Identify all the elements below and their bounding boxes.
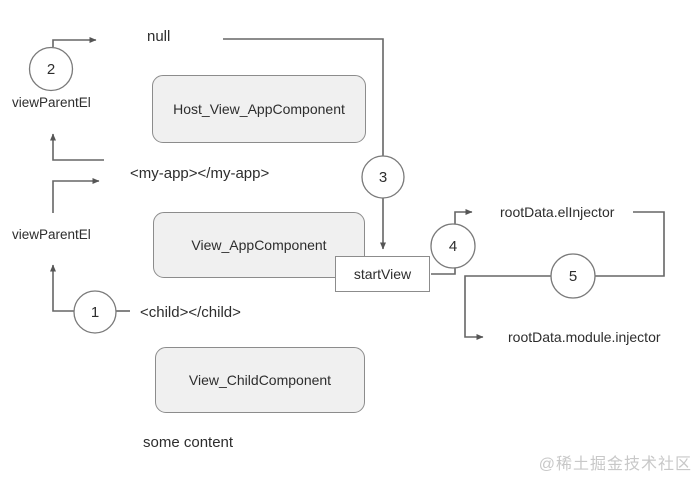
box-label: View_AppComponent bbox=[191, 237, 327, 253]
box-label: View_ChildComponent bbox=[188, 372, 332, 388]
box-host-view-appcomponent: Host_View_AppComponent bbox=[152, 75, 366, 143]
step-number-1: 1 bbox=[91, 304, 99, 321]
step-circle-4 bbox=[430, 223, 476, 269]
step-number-5: 5 bbox=[569, 268, 577, 285]
box-label: startView bbox=[353, 266, 412, 282]
label-null: null bbox=[147, 28, 171, 45]
arrow-to-view-parent-el-top bbox=[50, 133, 104, 161]
arrow-circle4-to-elinjector bbox=[454, 209, 473, 224]
step-number-3: 3 bbox=[379, 169, 387, 186]
label-some-content: some content bbox=[143, 434, 234, 451]
box-start-view: startView bbox=[335, 256, 430, 292]
step-number-2: 2 bbox=[47, 61, 55, 78]
step-circle-5 bbox=[550, 253, 596, 299]
arrow-elinjector-to-module-injector bbox=[464, 211, 665, 340]
line-startview-to-circle4 bbox=[431, 268, 456, 275]
step-circle-2 bbox=[28, 46, 74, 92]
arrow-to-my-app bbox=[52, 178, 100, 213]
arrow-circle2-to-null bbox=[52, 37, 97, 47]
step-number-4: 4 bbox=[449, 238, 457, 255]
label-child-tag: <child></child> bbox=[140, 304, 241, 321]
label-my-app-tag: <my-app></my-app> bbox=[130, 165, 270, 182]
label-view-parent-el-top: viewParentEl bbox=[12, 95, 91, 110]
label-rootdata-elinjector: rootData.elInjector bbox=[500, 204, 615, 220]
step-circle-3 bbox=[361, 155, 405, 199]
label-rootdata-module-injector: rootData.module.injector bbox=[508, 329, 661, 345]
arrow-circle1-to-view-parent-el bbox=[50, 264, 74, 312]
box-view-appcomponent: View_AppComponent bbox=[153, 212, 365, 278]
step-circle-1 bbox=[73, 290, 117, 334]
box-label: Host_View_AppComponent bbox=[173, 101, 345, 117]
label-view-parent-el-mid: viewParentEl bbox=[12, 227, 91, 242]
watermark: @稀土掘金技术社区 bbox=[538, 456, 692, 473]
box-view-childcomponent: View_ChildComponent bbox=[155, 347, 365, 413]
